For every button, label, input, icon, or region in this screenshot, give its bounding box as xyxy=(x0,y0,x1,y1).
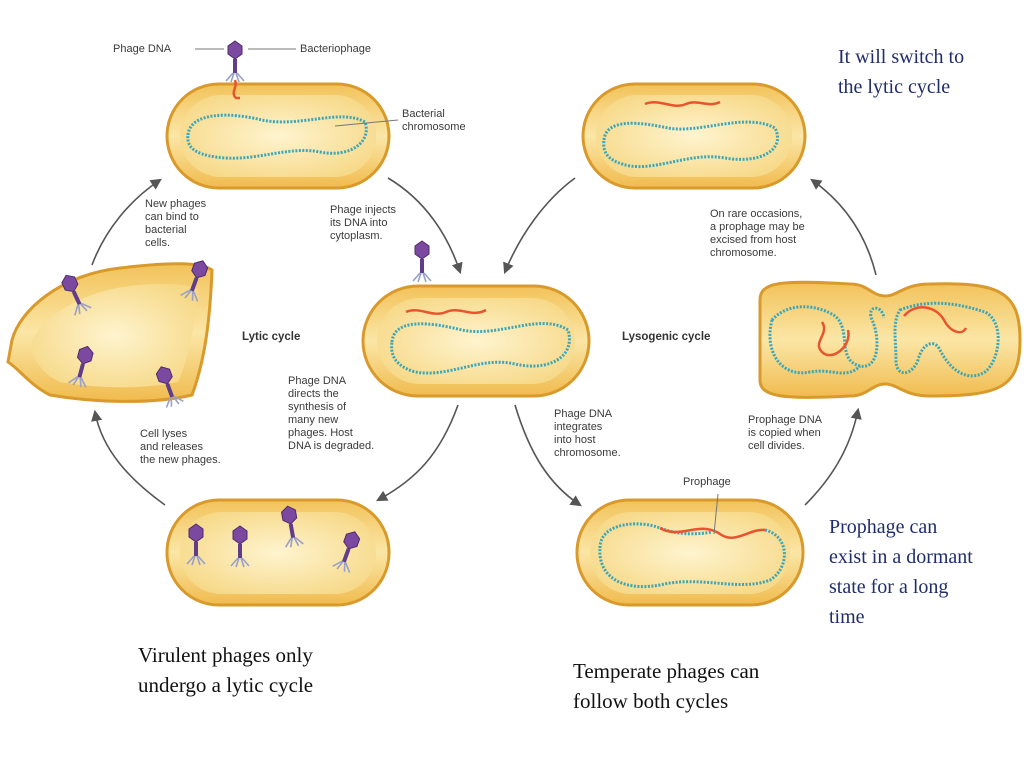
host-chromosome xyxy=(768,319,862,375)
title-lytic-cycle: Lytic cycle xyxy=(242,331,301,343)
arrow-excise xyxy=(810,178,877,276)
cell-prophage xyxy=(575,493,805,607)
cell-lysed xyxy=(6,262,214,403)
phage-dna-strand xyxy=(405,308,487,315)
label-phage-directs: Phage DNA directs the synthesis of many … xyxy=(288,375,375,452)
arrow-bind xyxy=(91,178,162,266)
label-bacteriophage: Bacteriophage xyxy=(300,43,371,55)
bacteriophage-icon xyxy=(225,40,245,83)
host-chromosome xyxy=(390,322,571,375)
phage-icon xyxy=(412,240,432,283)
arrow-synthesis xyxy=(376,404,459,502)
label-new-phages-bind: New phages can bind to bacterial cells. xyxy=(145,198,207,249)
label-phage-integrates: Phage DNA integrates into host chromosom… xyxy=(554,408,621,459)
phage-dna-strand xyxy=(903,306,968,334)
host-chromosome xyxy=(602,120,779,169)
cell-dividing xyxy=(758,280,1022,399)
arrow-lyse xyxy=(91,409,166,506)
host-chromosome xyxy=(893,301,1000,378)
phage-dna-strand xyxy=(659,526,766,539)
note-prophage-dormant: Prophage can exist in a dormant state fo… xyxy=(829,516,973,628)
chromosome-pointer xyxy=(334,119,399,127)
host-chromosome xyxy=(186,113,368,160)
label-phage-injects: Phage injects its DNA into cytoplasm. xyxy=(330,204,397,242)
phage-dna-icon xyxy=(232,79,240,100)
label-bacterial-chromosome: Bacterial chromosome xyxy=(402,108,466,133)
host-chromosome xyxy=(598,522,713,549)
phage-dna-strand xyxy=(817,321,850,357)
caption-virulent-phages: Virulent phages only undergo a lytic cyc… xyxy=(138,643,314,697)
label-rare-occasions: On rare occasions, a prophage may be exc… xyxy=(710,208,805,259)
cell-infection xyxy=(165,82,391,190)
arrow-divide xyxy=(804,407,862,506)
caption-temperate-phages: Temperate phages can follow both cycles xyxy=(573,659,760,713)
label-prophage: Prophage xyxy=(683,476,731,488)
arrow-inject xyxy=(387,177,463,275)
note-switch-lytic: It will switch to the lytic cycle xyxy=(838,46,965,98)
phage-dna-strand xyxy=(644,100,721,107)
arrow-integrate xyxy=(514,404,582,507)
cell-injected xyxy=(361,284,591,398)
cell-excised xyxy=(581,82,807,190)
arrow-excise-to-lytic xyxy=(503,177,576,275)
label-cell-lyses: Cell lyses and releases the new phages. xyxy=(140,428,221,466)
label-phage-dna: Phage DNA xyxy=(113,43,172,55)
label-prophage-copied: Prophage DNA is copied when cell divides… xyxy=(748,414,822,452)
host-chromosome xyxy=(598,528,786,588)
prophage-pointer xyxy=(713,493,719,535)
title-lysogenic-cycle: Lysogenic cycle xyxy=(622,331,711,343)
cell-new-phages xyxy=(165,498,391,607)
